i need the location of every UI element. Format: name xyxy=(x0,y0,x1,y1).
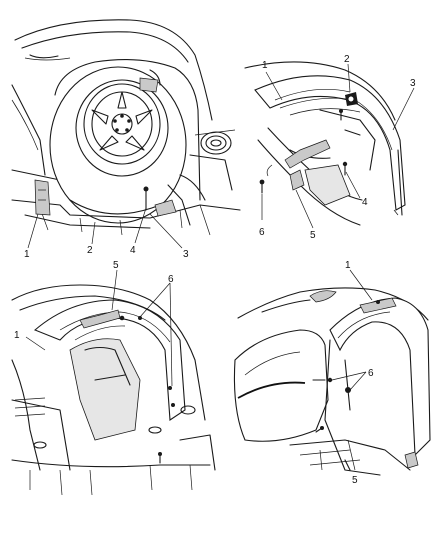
callout-panel1-2: 2 xyxy=(87,245,93,256)
callout-panel4-6: 6 xyxy=(368,368,374,379)
callout-panel2-3: 3 xyxy=(410,78,416,89)
callout-panel3-6: 6 xyxy=(168,274,174,285)
rear-bumper xyxy=(233,329,329,442)
panel-spare-tire: 1 2 3 4 xyxy=(11,19,241,260)
callout-panel2-1: 1 xyxy=(262,60,268,71)
callout-panel1-3: 3 xyxy=(183,249,189,260)
callout-panel2-5: 5 xyxy=(310,230,316,241)
panel-rear-quarter: 1 6 5 xyxy=(233,260,431,486)
callout-panel2-6: 6 xyxy=(259,227,265,238)
panel-liner-installed: 5 6 1 xyxy=(11,260,216,496)
callout-panel3-1: 1 xyxy=(14,330,20,341)
callout-panel3-5: 5 xyxy=(113,260,119,271)
callout-panel1-1: 1 xyxy=(24,249,30,260)
callout-panel2-4: 4 xyxy=(362,197,368,208)
callout-panel4-5: 5 xyxy=(352,475,358,486)
callout-panel4-1: 1 xyxy=(345,260,351,271)
wheel-rim xyxy=(83,83,161,165)
callout-panel1-4: 4 xyxy=(130,245,136,256)
callout-panel2-2: 2 xyxy=(344,54,350,65)
panel-liner-exploded: 1 2 3 4 5 6 xyxy=(244,54,416,241)
